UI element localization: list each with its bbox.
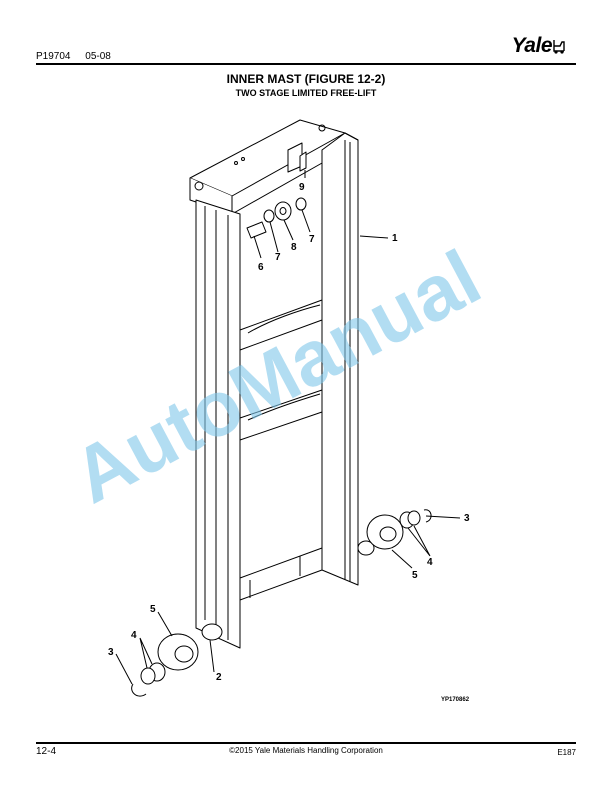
callout-2: 2 bbox=[216, 672, 222, 683]
middle-cross-member bbox=[239, 389, 323, 441]
callout-1: 1 bbox=[392, 233, 398, 244]
part-number: P19704 bbox=[36, 51, 71, 62]
copyright: ©2015 Yale Materials Handling Corporatio… bbox=[229, 746, 383, 755]
callout-3-left: 3 bbox=[108, 647, 114, 658]
header-rule bbox=[36, 63, 576, 65]
callout-5-left: 5 bbox=[150, 604, 156, 615]
callout-5-right: 5 bbox=[412, 570, 418, 581]
lower-cross-member bbox=[239, 547, 323, 601]
page-title: INNER MAST (FIGURE 12-2) bbox=[226, 72, 386, 86]
page-number: 12-4 bbox=[36, 746, 57, 757]
yale-logo: Yale bbox=[511, 34, 553, 57]
callout-7-right: 7 bbox=[309, 234, 315, 245]
doc-code: E187 bbox=[557, 748, 576, 757]
left-mast-rail bbox=[195, 199, 241, 649]
forklift-logo-icon bbox=[553, 40, 565, 54]
callout-6: 6 bbox=[258, 262, 264, 273]
footer-rule bbox=[36, 742, 576, 744]
callout-4-left: 4 bbox=[131, 630, 137, 641]
callout-7-left: 7 bbox=[275, 252, 281, 263]
figure-id: YP170862 bbox=[441, 697, 470, 703]
upper-cross-member bbox=[239, 299, 323, 351]
callout-8: 8 bbox=[291, 242, 297, 253]
page-subtitle: TWO STAGE LIMITED FREE-LIFT bbox=[235, 88, 377, 98]
header-doc-info: P19704 05-08 bbox=[36, 51, 123, 62]
callout-9: 9 bbox=[299, 182, 305, 193]
right-mast-rail bbox=[321, 132, 359, 586]
automanual-watermark: AutoManual bbox=[59, 233, 494, 520]
callout-3-right: 3 bbox=[464, 513, 470, 524]
callout-4-right: 4 bbox=[427, 557, 433, 568]
revision-date: 05-08 bbox=[85, 51, 111, 62]
